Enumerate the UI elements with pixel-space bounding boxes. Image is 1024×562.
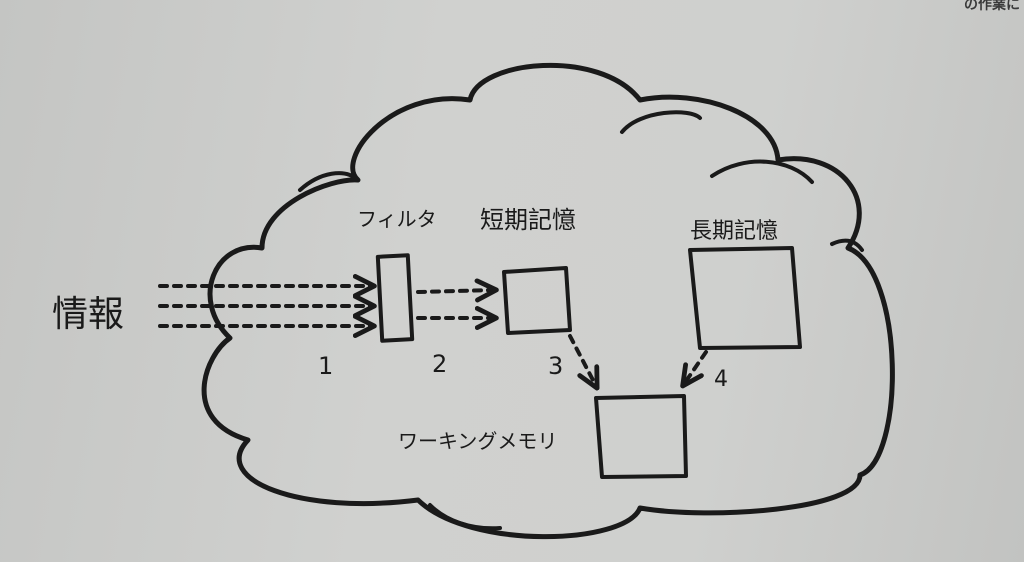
- cloud-inner-curl-bottom: [428, 503, 502, 531]
- long-term-label: 長期記憶: [690, 219, 778, 244]
- cloud-inner-curl-top: [620, 110, 702, 134]
- step-label-4: 4: [714, 367, 728, 392]
- cloud-inner-curl-right2: [830, 238, 864, 252]
- long-to-working-arrow: [680, 350, 708, 389]
- step-label-3: 3: [548, 352, 563, 380]
- long-term-box: [688, 246, 802, 350]
- step-label-2: 2: [432, 350, 447, 378]
- short-term-label: 短期記憶: [480, 206, 576, 234]
- working-memory-box: [594, 394, 688, 479]
- corner-text: の作業に: [964, 0, 1020, 13]
- short-to-working-arrow: [568, 334, 600, 391]
- input-label: 情報: [52, 294, 124, 335]
- cloud-inner-curl-left: [298, 171, 360, 192]
- short-term-box: [502, 266, 572, 335]
- working-memory-label: ワーキングメモリ: [398, 429, 557, 453]
- cloud-inner-curl-right: [710, 159, 814, 184]
- filter-label: フィルタ: [357, 207, 437, 231]
- cloud-outline: [201, 62, 895, 540]
- step-label-1: 1: [318, 352, 333, 380]
- filter-to-short-arrow-1: [416, 278, 499, 303]
- filter-box: [375, 253, 415, 343]
